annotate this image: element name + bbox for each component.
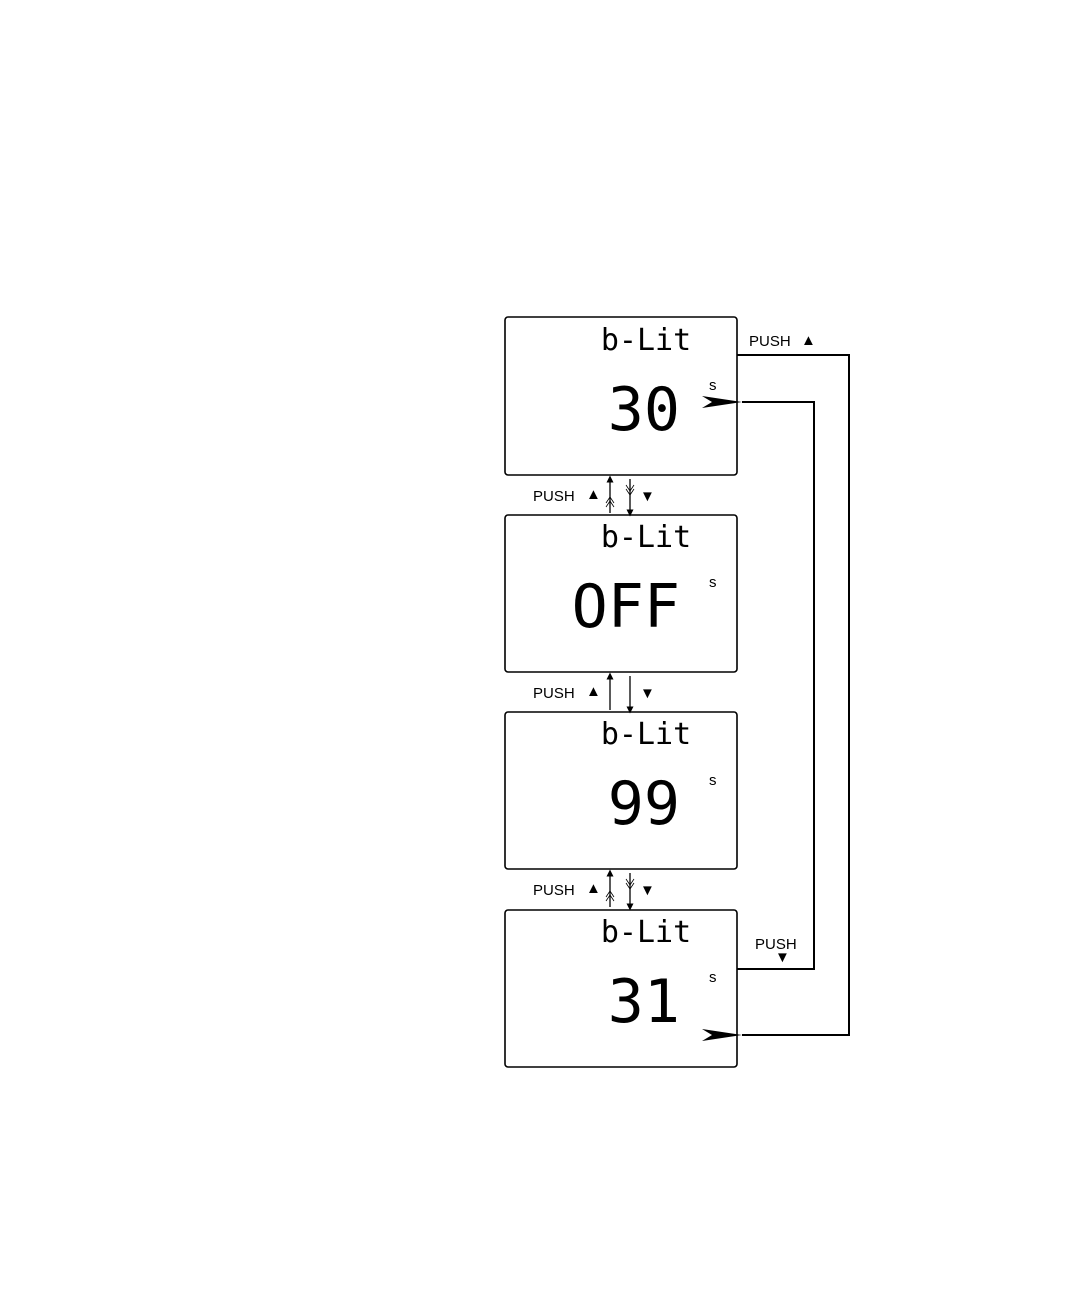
lcd-screen-4: b-Lit 31 s bbox=[505, 910, 737, 1067]
triangle-up-icon: ▲ bbox=[586, 683, 601, 700]
push-label: PUSH bbox=[533, 685, 575, 702]
triangle-up-icon: ▲ bbox=[586, 880, 601, 897]
lcd-value-text: OFF bbox=[572, 572, 680, 642]
lcd-unit-text: s bbox=[709, 969, 717, 986]
triangle-down-icon: ▼ bbox=[775, 949, 790, 966]
lcd-mode-text: b-Lit bbox=[601, 520, 691, 555]
lcd-mode-text: b-Lit bbox=[601, 915, 691, 950]
lcd-screen-2: b-Lit OFF s bbox=[505, 515, 737, 672]
lcd-mode-text: b-Lit bbox=[601, 717, 691, 752]
loop-up-screen1-to-screen4: PUSH ▲ bbox=[737, 332, 849, 1035]
lcd-unit-text: s bbox=[709, 772, 717, 789]
connector-3-4: PUSH ▲ ▼ bbox=[533, 873, 655, 907]
triangle-up-icon: ▲ bbox=[586, 486, 601, 503]
triangle-down-icon: ▼ bbox=[640, 882, 655, 899]
triangle-down-icon: ▼ bbox=[640, 685, 655, 702]
lcd-unit-text: s bbox=[709, 377, 717, 394]
connector-1-2: PUSH ▲ ▼ bbox=[533, 479, 655, 513]
lcd-value-text: 31 bbox=[608, 967, 680, 1037]
connector-2-3: PUSH ▲ ▼ bbox=[533, 676, 655, 710]
lcd-value-text: 30 bbox=[608, 375, 680, 445]
lcd-screen-1: b-Lit 30 s bbox=[505, 317, 737, 475]
push-label: PUSH bbox=[533, 488, 575, 505]
lcd-screen-3: b-Lit 99 s bbox=[505, 712, 737, 869]
triangle-down-icon: ▼ bbox=[640, 488, 655, 505]
loop-down-screen4-to-screen1: PUSH ▼ bbox=[737, 402, 814, 969]
push-label: PUSH bbox=[533, 882, 575, 899]
lcd-unit-text: s bbox=[709, 574, 717, 591]
push-label: PUSH bbox=[749, 333, 791, 350]
lcd-mode-text: b-Lit bbox=[601, 323, 691, 358]
lcd-value-text: 99 bbox=[608, 769, 680, 839]
triangle-up-icon: ▲ bbox=[801, 332, 816, 349]
